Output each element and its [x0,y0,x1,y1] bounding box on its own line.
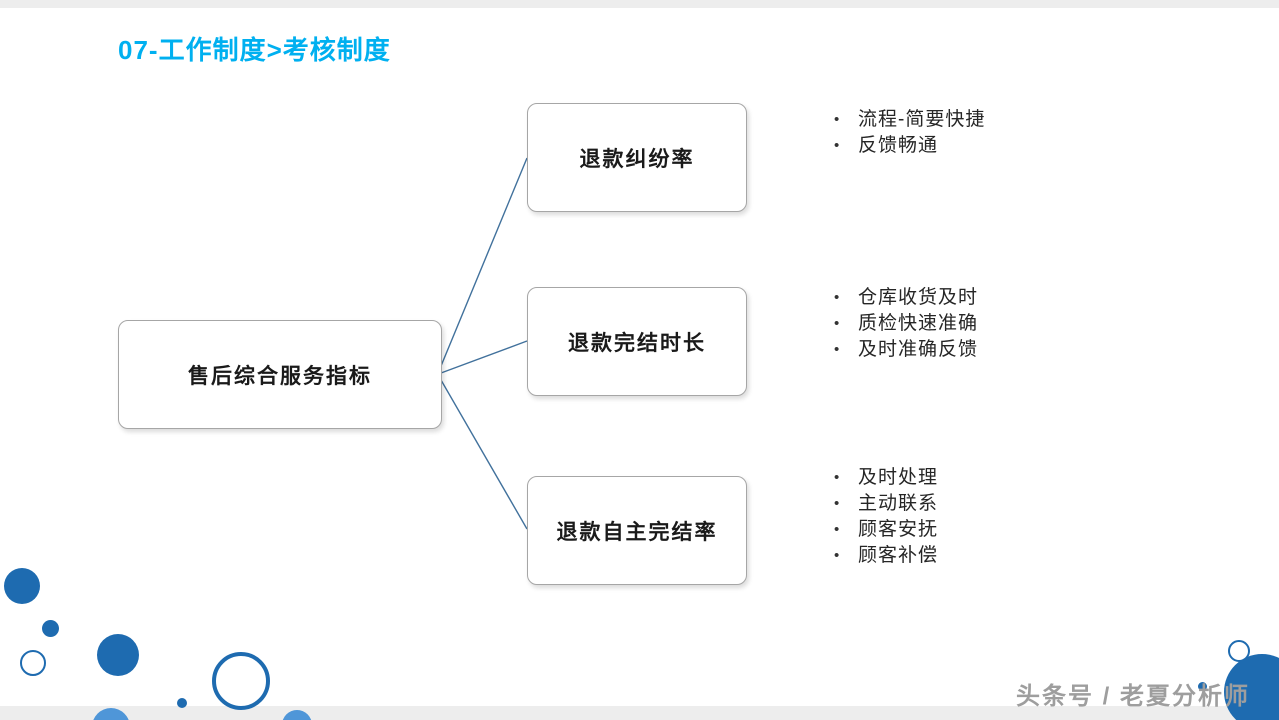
decor-circle-ring [212,652,270,710]
branch-node-label: 退款自主完结率 [556,520,718,544]
branch-node-refund-dispute-rate: 退款纠纷率 [527,103,747,212]
slide-title: 07-工作制度>考核制度 [118,35,391,65]
root-node-label: 售后综合服务指标 [188,364,372,388]
decor-circle [1198,682,1207,691]
bullet-list-refund-dispute-rate: 流程-简要快捷 反馈畅通 [830,107,985,159]
watermark: 头条号 / 老夏分析师 [1016,683,1251,710]
decor-circle [92,708,130,720]
bullet-item: 质检快速准确 [830,311,978,337]
bullet-item: 流程-简要快捷 [830,107,985,133]
bullet-item: 反馈畅通 [830,133,985,159]
branch-node-label: 退款完结时长 [568,331,706,355]
connector-middle [440,340,528,374]
branch-node-refund-completion-time: 退款完结时长 [527,287,747,396]
decor-circle [177,698,187,708]
bullet-item: 及时处理 [830,465,938,491]
connector-bottom [440,379,528,530]
bottom-margin-bar [0,706,1279,720]
bullet-item: 及时准确反馈 [830,337,978,363]
connector-top [440,157,528,367]
bullet-list-refund-completion-time: 仓库收货及时 质检快速准确 及时准确反馈 [830,285,978,363]
decor-circle-ring [20,650,46,676]
decor-circle [42,620,59,637]
decor-circle [97,634,139,676]
bullet-item: 顾客安抚 [830,517,938,543]
bullet-item: 仓库收货及时 [830,285,978,311]
branch-node-refund-self-completion-rate: 退款自主完结率 [527,476,747,585]
bullet-list-refund-self-completion-rate: 及时处理 主动联系 顾客安抚 顾客补偿 [830,465,938,569]
bullet-item: 顾客补偿 [830,543,938,569]
top-margin-bar [0,0,1279,8]
decor-circle [282,710,312,720]
branch-node-label: 退款纠纷率 [579,147,695,171]
decor-circle [4,568,40,604]
root-node: 售后综合服务指标 [118,320,442,429]
bullet-item: 主动联系 [830,491,938,517]
